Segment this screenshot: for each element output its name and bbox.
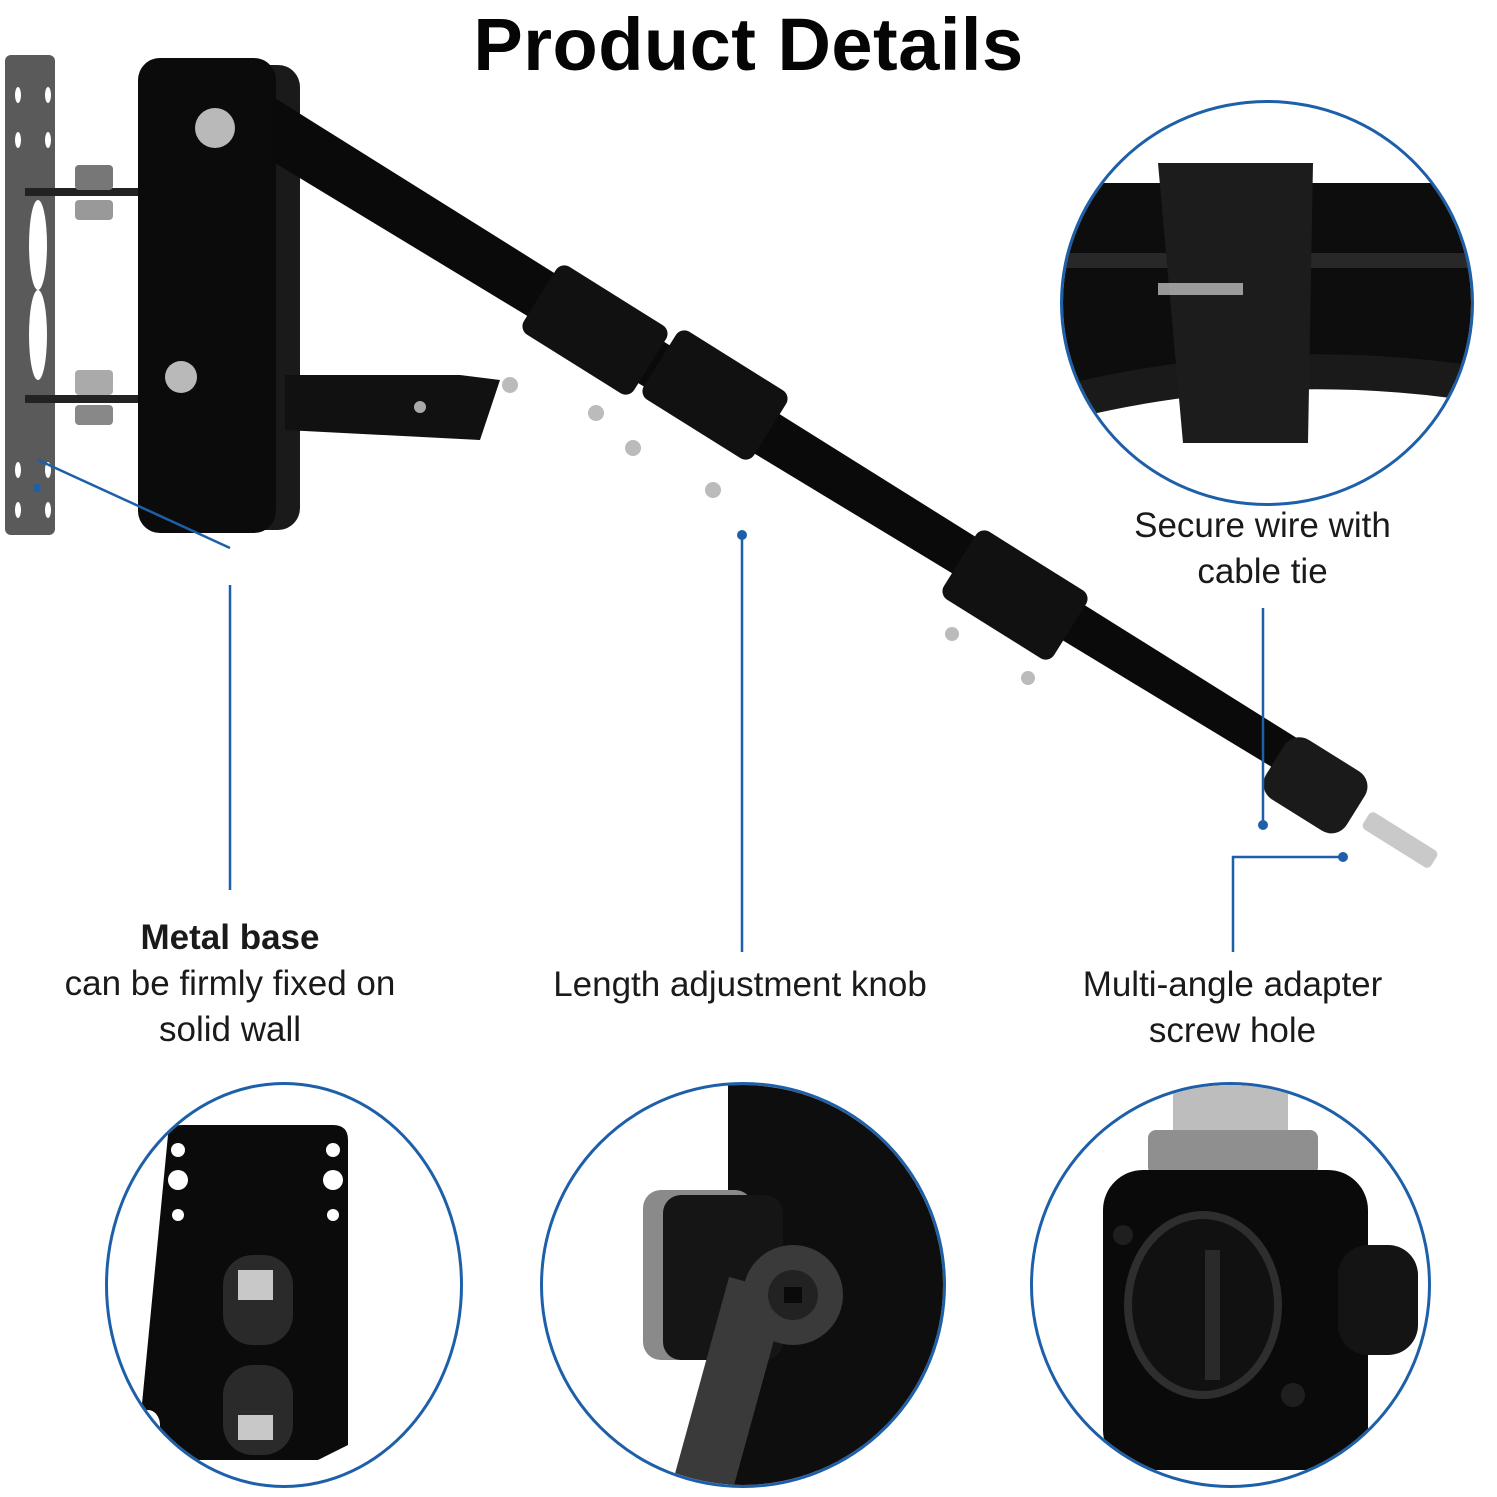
callout-cable-tie: Secure wire with cable tie [1100, 503, 1425, 595]
adapter-closeup [1030, 1082, 1431, 1488]
length-knob-closeup [540, 1082, 946, 1488]
callout-text-line: Length adjustment knob [553, 965, 927, 1004]
callout-text-line: Secure wire with [1134, 506, 1391, 545]
page-title: Product Details [473, 3, 1024, 86]
callout-lines [37, 458, 1343, 952]
callout-text-line: Multi-angle adapter [1082, 965, 1383, 1004]
wall-plate-closeup [105, 1082, 463, 1488]
callout-adapter-hole: Multi-angle adapter screw hole [1030, 962, 1435, 1054]
callout-metal-base: Metal base can be firmly fixed on solid … [20, 915, 440, 1053]
callout-text-line: can be firmly fixed on [64, 964, 396, 1003]
callout-text-line: screw hole [1148, 1011, 1317, 1050]
callout-heading: Metal base [140, 918, 320, 957]
callout-length-knob: Length adjustment knob [500, 962, 980, 1008]
cable-tie-closeup [1060, 100, 1474, 506]
callout-text-line: cable tie [1197, 552, 1328, 591]
wall-plate [5, 55, 55, 535]
callout-text-line: solid wall [159, 1010, 301, 1049]
